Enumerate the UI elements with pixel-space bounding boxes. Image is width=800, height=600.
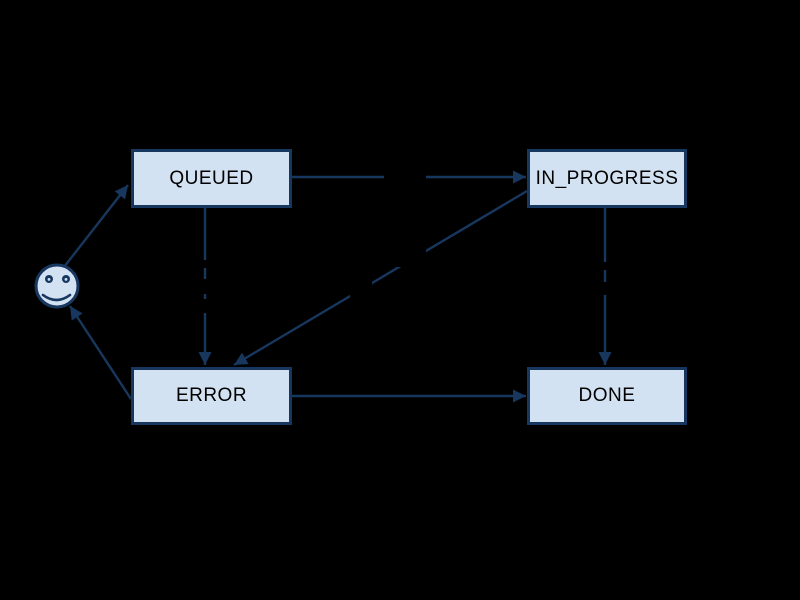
edge-label-mask — [197, 299, 214, 313]
smiley-mouth — [41, 293, 72, 302]
edge-label-mask — [392, 247, 426, 267]
edge-label-mask — [350, 281, 372, 297]
node-label-done: DONE — [578, 385, 636, 406]
node-in-progress: IN_PROGRESS — [527, 149, 687, 208]
node-error: ERROR — [131, 367, 292, 425]
node-label-queued: QUEUED — [169, 167, 254, 189]
node-label-in-progress: IN_PROGRESS — [535, 167, 679, 189]
edge-label-mask — [384, 169, 426, 185]
start-node-smiley-face-icon — [34, 263, 80, 309]
node-label-error: ERROR — [175, 385, 248, 406]
edge-in-progress-to-error — [233, 189, 528, 367]
node-done: DONE — [527, 367, 687, 425]
edge-label-masks — [197, 169, 613, 313]
edge-label-mask — [197, 279, 214, 294]
edge-label-mask — [597, 262, 613, 270]
node-queued: QUEUED — [131, 149, 292, 208]
edge-label-mask — [197, 260, 214, 268]
edge-label-mask — [597, 282, 613, 295]
edge-error-to-start — [68, 305, 133, 400]
edge-start-to-queued — [63, 184, 129, 268]
